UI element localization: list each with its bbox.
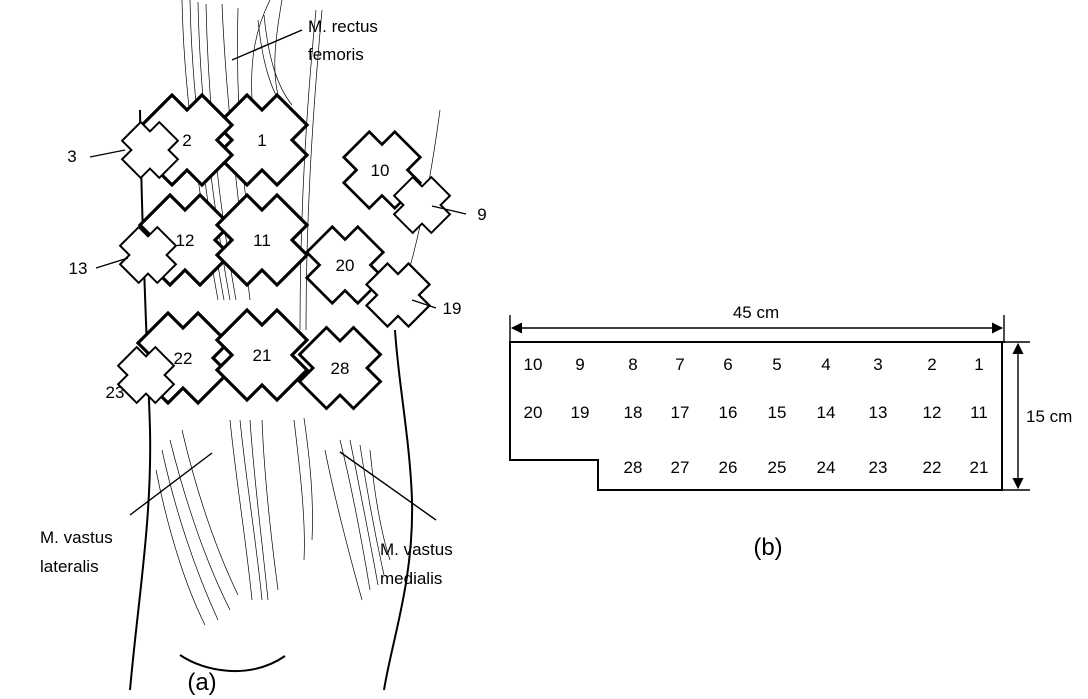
label-rectus-femoris-line1: M. rectus <box>308 17 378 36</box>
caption-a: (a) <box>187 669 216 696</box>
grid-cell: 27 <box>671 458 690 477</box>
grid-cell: 6 <box>723 355 732 374</box>
grid-cell: 3 <box>873 355 882 374</box>
label-vastus-lateralis-line2: lateralis <box>40 557 99 576</box>
grid-cell: 5 <box>772 355 781 374</box>
grid-cell: 8 <box>628 355 637 374</box>
grid-cell: 11 <box>970 403 988 422</box>
label-rectus-femoris-line2: femoris <box>308 45 364 64</box>
grid-cell: 16 <box>719 403 738 422</box>
grid-cell: 7 <box>675 355 684 374</box>
grid-cell: 26 <box>719 458 738 477</box>
height-dimension: 15 cm <box>1000 342 1072 490</box>
grid-cell: 23 <box>869 458 888 477</box>
electrode-label: 13 <box>69 259 88 278</box>
grid-cell: 1 <box>974 355 983 374</box>
grid-cell: 9 <box>575 355 584 374</box>
electrode-label: 21 <box>253 346 272 365</box>
grid-cell: 15 <box>768 403 787 422</box>
grid-numbers: 10 9 8 7 6 5 4 3 2 1 20 19 18 17 16 15 1… <box>524 355 989 477</box>
electrode-label: 9 <box>477 205 486 224</box>
height-label: 15 cm <box>1026 407 1072 426</box>
grid-cell: 14 <box>817 403 836 422</box>
electrode-label: 23 <box>106 383 125 402</box>
width-dimension: 45 cm <box>510 303 1004 343</box>
grid-cell: 13 <box>869 403 888 422</box>
label-vastus-medialis-line2: medialis <box>380 569 442 588</box>
electrode-label: 2 <box>182 131 191 150</box>
panel-a: 1 2 3 9 10 11 12 13 19 20 21 22 23 28 M.… <box>40 0 487 696</box>
electrode-label: 19 <box>443 299 462 318</box>
grid-cell: 25 <box>768 458 787 477</box>
grid-cell: 17 <box>671 403 690 422</box>
grid-cell: 22 <box>923 458 942 477</box>
label-vastus-medialis-line1: M. vastus <box>380 540 453 559</box>
electrode-label: 22 <box>174 349 193 368</box>
grid-cell: 18 <box>624 403 643 422</box>
grid-cell: 2 <box>927 355 936 374</box>
grid-cell: 4 <box>821 355 830 374</box>
electrode-label: 28 <box>331 359 350 378</box>
grid-cell: 28 <box>624 458 643 477</box>
label-vastus-lateralis-line1: M. vastus <box>40 528 113 547</box>
electrode-label: 1 <box>257 131 266 150</box>
electrode-crosses <box>118 95 450 409</box>
grid-cell: 19 <box>571 403 590 422</box>
grid-cell: 10 <box>524 355 543 374</box>
electrode-label: 10 <box>371 161 390 180</box>
electrode-label: 3 <box>67 147 76 166</box>
electrode-label: 20 <box>336 256 355 275</box>
grid-cell: 24 <box>817 458 836 477</box>
grid-cell: 12 <box>923 403 942 422</box>
panel-b: 45 cm 15 cm 10 9 8 7 6 5 4 3 2 1 20 19 1… <box>510 303 1072 561</box>
width-label: 45 cm <box>733 303 779 322</box>
electrode-label: 12 <box>176 231 195 250</box>
grid-cell: 20 <box>524 403 543 422</box>
electrode-label: 11 <box>253 231 271 250</box>
caption-b: (b) <box>753 534 782 561</box>
grid-cell: 21 <box>970 458 989 477</box>
